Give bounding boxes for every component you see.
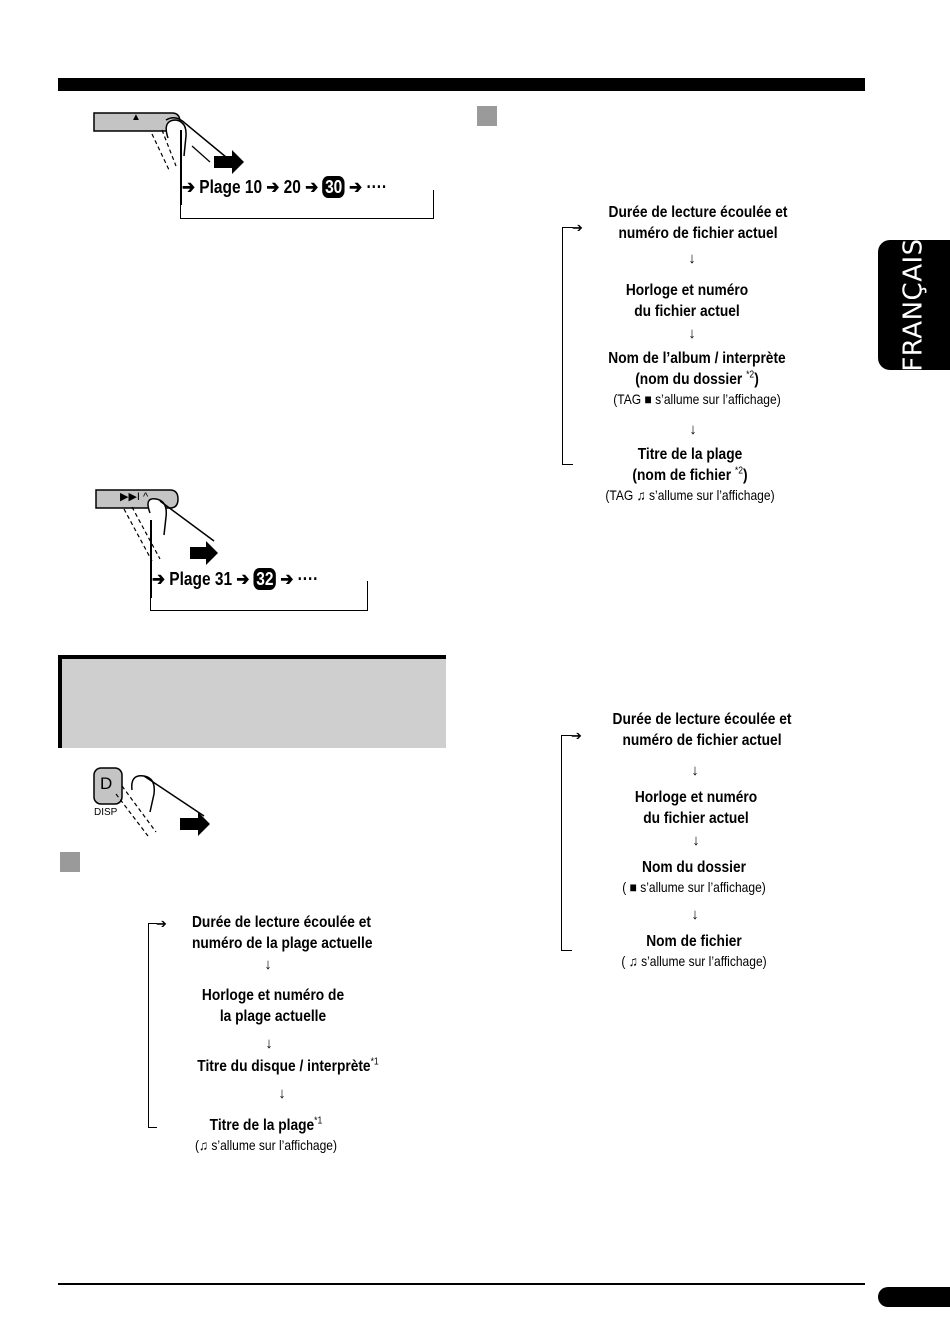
flow-step: Titre du disque / interprète*1 [197,1056,379,1075]
down-arrow-icon: ↓ [688,325,696,342]
sequence-item: ···· [297,568,319,589]
sequence-current-item: 32 [253,568,277,590]
language-tab: FRANÇAIS [878,238,950,372]
sequence-current-item: 30 [322,176,345,198]
finger-press-icon [93,112,244,174]
down-arrow-icon: ↓ [692,832,700,849]
flow-loop-line [148,923,157,1128]
flow-step: Titre de la plage*1 (♫ s’allume sur l’af… [195,1115,337,1153]
flow-step: Horloge et numéro de la plage actuelle [201,987,345,1025]
flow-step: Durée de lecture écoulée et numéro de fi… [612,711,792,749]
sequence-loop-1 [180,190,434,219]
track-sequence-2: ➔ Plage 31 ➔ 32 ➔ ···· [152,568,318,590]
button-press-illustration-2 [94,487,264,577]
flow-step: Nom de l’album / interprète (nom du doss… [608,350,786,407]
sequence-arrow-icon: ➔ [236,568,250,589]
down-arrow-icon: ↓ [264,956,272,973]
sequence-arrow-icon: ➔ [152,568,165,589]
sequence-line-1 [180,130,182,205]
sequence-arrow-icon: ➔ [305,176,319,197]
sequence-item: Plage 31 [169,568,233,589]
loop-arrow-icon: ➔ [572,220,583,235]
flow-step: Nom du dossier ( ■ s’allume sur l’affich… [622,859,766,895]
down-arrow-icon: ↓ [691,906,699,923]
sequence-item: Plage 10 [199,176,263,197]
flow-step: Durée de lecture écoulée et numéro de fi… [608,204,788,242]
flow-step: Titre de la plage (nom de fichier *2) (T… [605,446,775,503]
flow-step: Nom de fichier ( ♫ s’allume sur l’affich… [621,933,767,969]
down-arrow-icon: ↓ [688,250,696,267]
flow-step: Durée de lecture écoulée et numéro de la… [192,914,373,952]
sequence-loop-2 [150,581,368,611]
section-heading-box [58,655,446,748]
language-tab-label: FRANÇAIS [899,238,930,372]
page-number-tab [878,1287,950,1307]
track-sequence-1: ➔ Plage 10 ➔ 20 ➔ 30 ➔ ···· [182,176,387,198]
flow-loop-line [562,227,573,465]
down-arrow-icon: ↓ [691,762,699,779]
flow-step: Horloge et numéro du fichier actuel [625,282,749,320]
down-arrow-icon: ↓ [265,1035,273,1052]
folder-icon: ■ [644,391,652,407]
finger-press-icon [93,767,210,837]
button-press-illustration-3 [92,766,232,838]
disp-button-caption: DISP [94,807,118,818]
section-marker-square [60,852,80,872]
skip-button-symbol: ▶▶I ^ [120,491,149,503]
flow-step: Horloge et numéro du fichier actuel [634,789,758,827]
loop-arrow-icon: ➔ [571,728,582,743]
finger-press-icon [95,489,218,565]
sequence-item: ···· [366,176,388,197]
music-note-icon: ♫ [628,953,638,969]
eject-button-symbol: ▲ [131,112,141,123]
disp-button-letter: D [100,774,113,793]
sequence-item: 20 [283,176,301,197]
folder-icon: ■ [629,879,637,895]
button-press-illustration-1 [92,110,244,200]
footer-rule [58,1283,865,1285]
music-note-icon: ♫ [636,487,646,503]
sequence-arrow-icon: ➔ [349,176,363,197]
flow-loop-line [561,735,572,951]
header-rule [58,78,865,91]
sequence-arrow-icon: ➔ [182,176,195,197]
sequence-arrow-icon: ➔ [266,176,280,197]
music-note-icon: ♫ [199,1137,209,1153]
sequence-arrow-icon: ➔ [280,568,294,589]
sequence-line-2 [150,520,152,598]
down-arrow-icon: ↓ [278,1085,286,1102]
down-arrow-icon: ↓ [689,421,697,438]
section-marker-square [477,106,497,126]
loop-arrow-icon: ➔ [156,916,167,931]
